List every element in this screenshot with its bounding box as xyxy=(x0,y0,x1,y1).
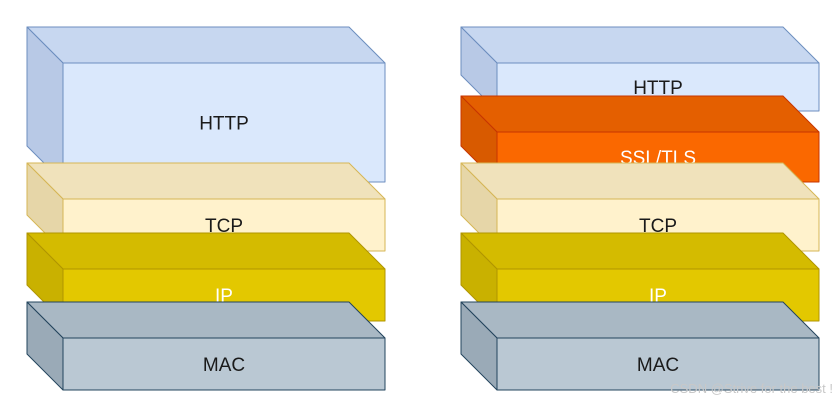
layer-top-face xyxy=(460,26,820,64)
layer-front-face xyxy=(496,337,820,391)
layer-front-face xyxy=(62,337,386,391)
layer-label: MAC xyxy=(637,355,679,376)
layer-label: TCP xyxy=(639,216,677,237)
layer-label: HTTP xyxy=(633,78,683,99)
watermark: CSDN @Strive for the best ! xyxy=(670,381,833,396)
layer-label: HTTP xyxy=(199,114,249,135)
layer-top-face xyxy=(460,232,820,270)
layer-top-face xyxy=(26,232,386,270)
layer-top-face xyxy=(460,162,820,200)
layer-http: HTTP xyxy=(26,26,386,183)
layer-top-face xyxy=(26,301,386,339)
layer-label: MAC xyxy=(203,355,245,376)
layer-front-face xyxy=(62,62,386,183)
layer-mac: MAC xyxy=(460,301,820,391)
layer-top-face xyxy=(460,301,820,339)
layer-top-face xyxy=(26,26,386,64)
layer-top-face xyxy=(460,95,820,133)
layer-mac: MAC xyxy=(26,301,386,391)
layer-label: TCP xyxy=(205,216,243,237)
layer-top-face xyxy=(26,162,386,200)
